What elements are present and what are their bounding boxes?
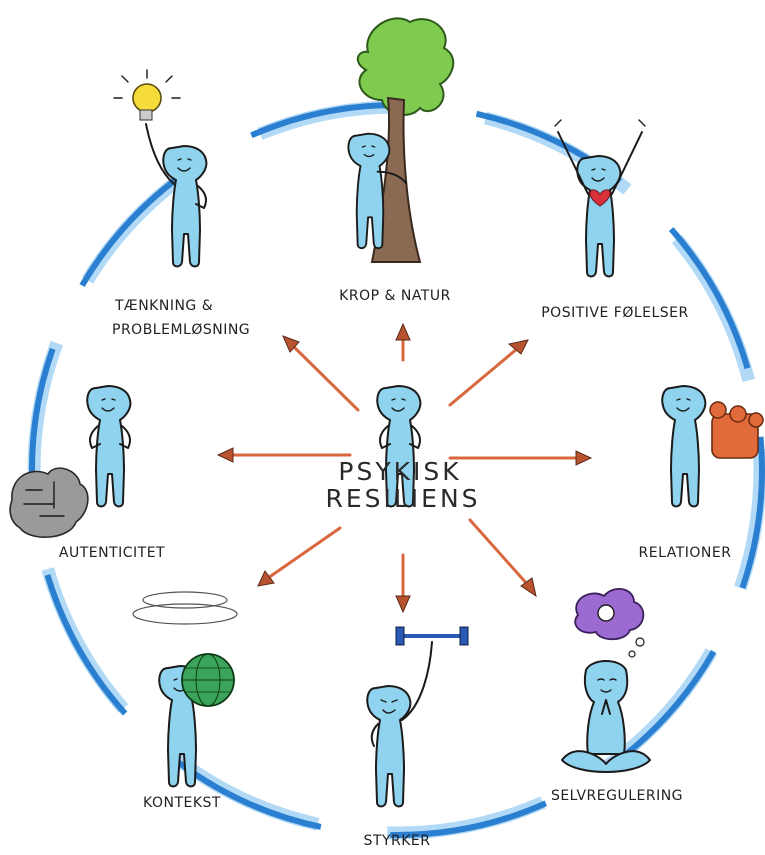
arrow-up-right: [448, 339, 529, 407]
label-taenkning-line2: PROBLEMLØSNING: [112, 322, 250, 338]
node-relationer: RELATIONER: [639, 385, 764, 561]
label-taenkning-line1: TÆNKNING &: [114, 298, 213, 314]
center-person: [376, 385, 422, 508]
arrow-left: [216, 447, 352, 463]
label-krop-natur: KROP & NATUR: [339, 288, 451, 304]
node-kontekst: KONTEKST: [132, 591, 238, 811]
globe-icon: [181, 653, 235, 707]
node-positive-folelser: POSITIVE FØLELSER: [541, 119, 689, 321]
node-styrker: STYRKER: [364, 626, 469, 849]
friends-icon: [709, 401, 764, 459]
label-relationer: RELATIONER: [639, 545, 732, 561]
center-title-line1: PSYKISK: [338, 457, 461, 486]
dumbbell-icon: [395, 626, 469, 646]
node-taenkning: TÆNKNING & PROBLEMLØSNING: [112, 69, 250, 338]
heart-icon: [589, 189, 611, 207]
arrow-down: [395, 553, 411, 614]
label-kontekst: KONTEKST: [143, 795, 221, 811]
node-autenticitet: AUTENTICITET: [9, 385, 165, 561]
label-styrker: STYRKER: [364, 833, 431, 849]
lightbulb-icon: [113, 69, 181, 121]
arrow-right: [448, 450, 593, 466]
node-selvregulering: SELVREGULERING: [551, 588, 683, 804]
label-selvregulering: SELVREGULERING: [551, 788, 683, 804]
tree-crown: [356, 17, 455, 116]
arrow-down-right: [468, 518, 537, 598]
node-krop-natur: KROP & NATUR: [339, 17, 455, 304]
arrow-down-left: [257, 526, 342, 587]
label-positive-folelser: POSITIVE FØLELSER: [541, 305, 689, 321]
label-autenticitet: AUTENTICITET: [59, 545, 165, 561]
arrow-up-left: [282, 335, 360, 412]
center-title-line2: RESILIENS: [325, 484, 480, 513]
armor-icon: [9, 467, 89, 538]
arrow-up: [395, 322, 411, 362]
yin-yang-thought-icon: [574, 588, 645, 658]
arrows: [216, 322, 593, 614]
